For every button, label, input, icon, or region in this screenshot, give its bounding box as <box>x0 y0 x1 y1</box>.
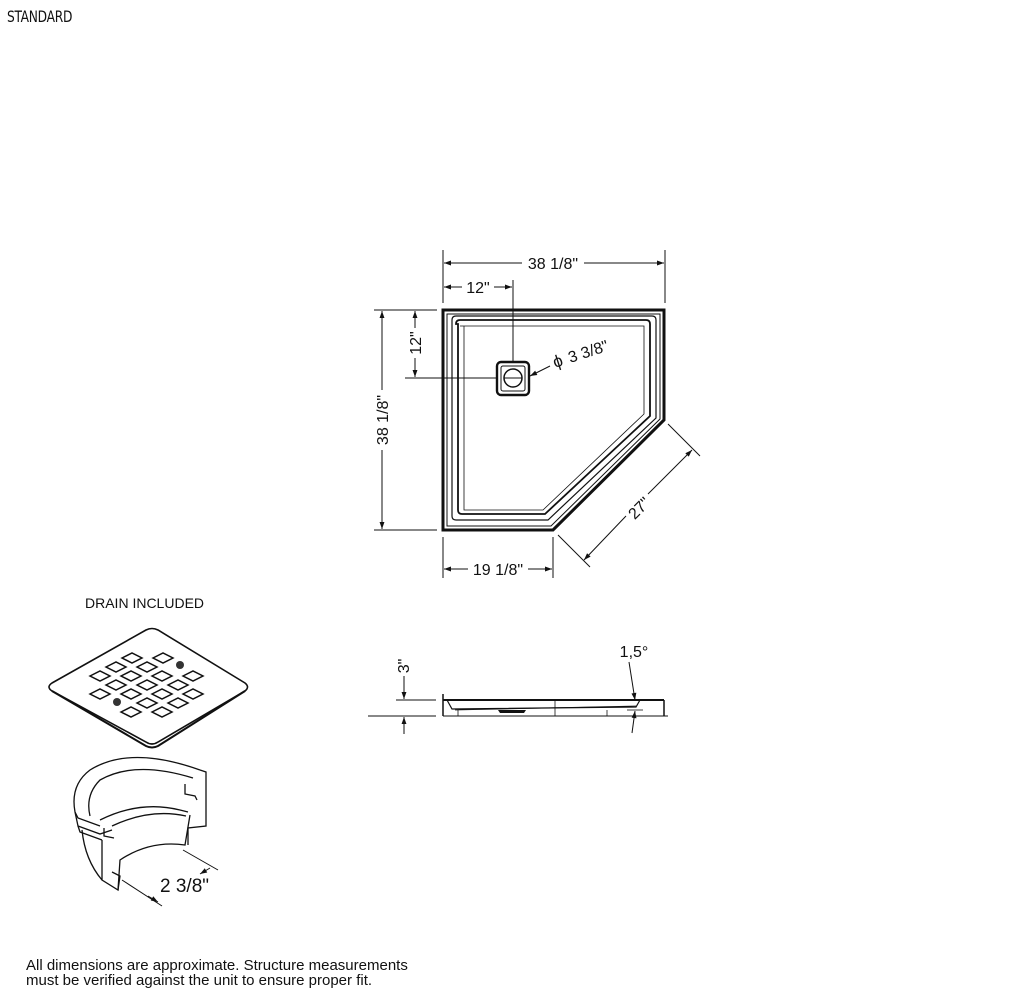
dim-drain-diameter: 3 3/8" <box>566 338 610 367</box>
dim-drain-body-height: 2 3/8" <box>160 876 209 897</box>
drain-symbol <box>495 360 531 397</box>
view-title: STANDARD <box>7 7 73 26</box>
dim-height: 3" <box>396 659 413 674</box>
dim-angled-side: 27" <box>626 495 655 524</box>
dim-drain-offset-y: 12" <box>408 331 425 354</box>
dim-overall-depth: 38 1/8" <box>375 395 392 445</box>
inner-rim <box>451 315 657 521</box>
disclaimer: All dimensions are approximate. Structur… <box>26 958 408 988</box>
drain-body-illustration <box>73 756 219 907</box>
dim-overall-width: 38 1/8" <box>528 256 578 273</box>
drain-included-label: DRAIN INCLUDED <box>85 595 205 611</box>
plan-view: 38 1/8" 12" 12" 38 1/8" ϕ 3 3/8" 27" <box>374 250 701 579</box>
base-outline <box>441 308 666 532</box>
disclaimer-line-1: All dimensions are approximate. Structur… <box>26 957 408 974</box>
dim-drain-offset-x: 12" <box>466 280 489 297</box>
drain-grate-illustration <box>48 627 249 749</box>
dim-slope: 1,5° <box>620 644 649 661</box>
side-view: 3" 1,5° <box>368 644 668 734</box>
disclaimer-line-2: must be verified against the unit to ens… <box>26 972 373 989</box>
dim-front-side: 19 1/8" <box>473 562 523 579</box>
diameter-symbol: ϕ <box>550 351 565 372</box>
